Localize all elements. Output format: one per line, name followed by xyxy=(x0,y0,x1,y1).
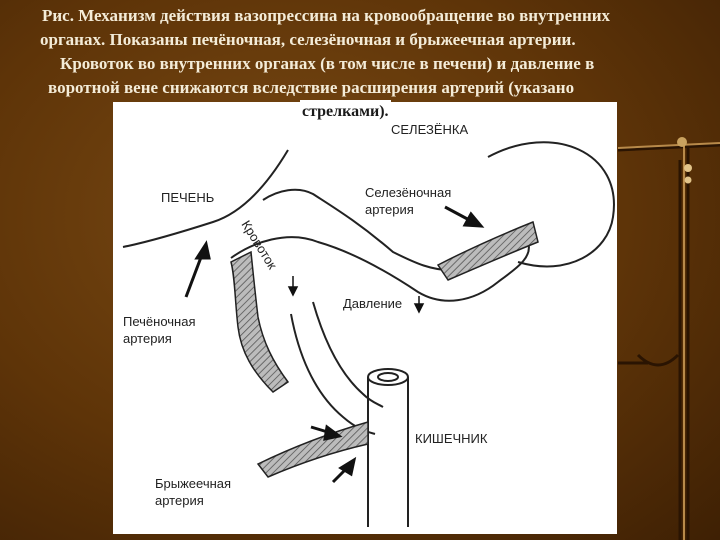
scales-icon xyxy=(618,137,720,540)
caption-line-1: Рис. Механизм действия вазопрессина на к… xyxy=(42,6,611,25)
spleen-outline xyxy=(487,141,615,268)
hepatic-artery-label-2: артерия xyxy=(123,331,172,346)
arrow-mesenteric-1 xyxy=(310,424,343,441)
arrow-hepatic xyxy=(184,240,211,298)
caption-line-4: воротной вене снижаются вследствие расши… xyxy=(48,78,575,97)
splenic-artery xyxy=(436,220,539,281)
arrow-mesenteric-2 xyxy=(331,456,357,484)
pressure-label: Давление xyxy=(343,296,402,311)
intestine-label: КИШЕЧНИК xyxy=(415,431,488,446)
splenic-artery-label-1: Селезёночная xyxy=(365,185,451,200)
mesenteric-artery-label-1: Брыжеечная xyxy=(155,476,231,491)
hepatic-artery xyxy=(230,250,290,393)
arrow-splenic xyxy=(444,205,485,228)
caption-line-3: Кровоток во внутренних органах (в том чи… xyxy=(60,54,595,73)
bloodflow-down-arrow xyxy=(287,276,299,297)
mesenteric-artery-label-2: артерия xyxy=(155,493,204,508)
intestine-cylinder xyxy=(367,368,409,527)
liver-label: ПЕЧЕНЬ xyxy=(161,190,214,205)
liver-outline xyxy=(122,149,289,248)
splenic-artery-label-2: артерия xyxy=(365,202,414,217)
portal-vein xyxy=(230,236,530,302)
caption-line-2: органах. Показаны печёночная, селезёночн… xyxy=(40,30,576,49)
spleen-label: СЕЛЕЗЁНКА xyxy=(391,122,468,137)
hepatic-artery-label-1: Печёночная xyxy=(123,314,196,329)
pressure-down-arrow xyxy=(413,296,425,314)
vasopressin-diagram: СЕЛЕЗЁНКА ПЕЧЕНЬ Селезёночная артерия Пе… xyxy=(113,102,617,534)
